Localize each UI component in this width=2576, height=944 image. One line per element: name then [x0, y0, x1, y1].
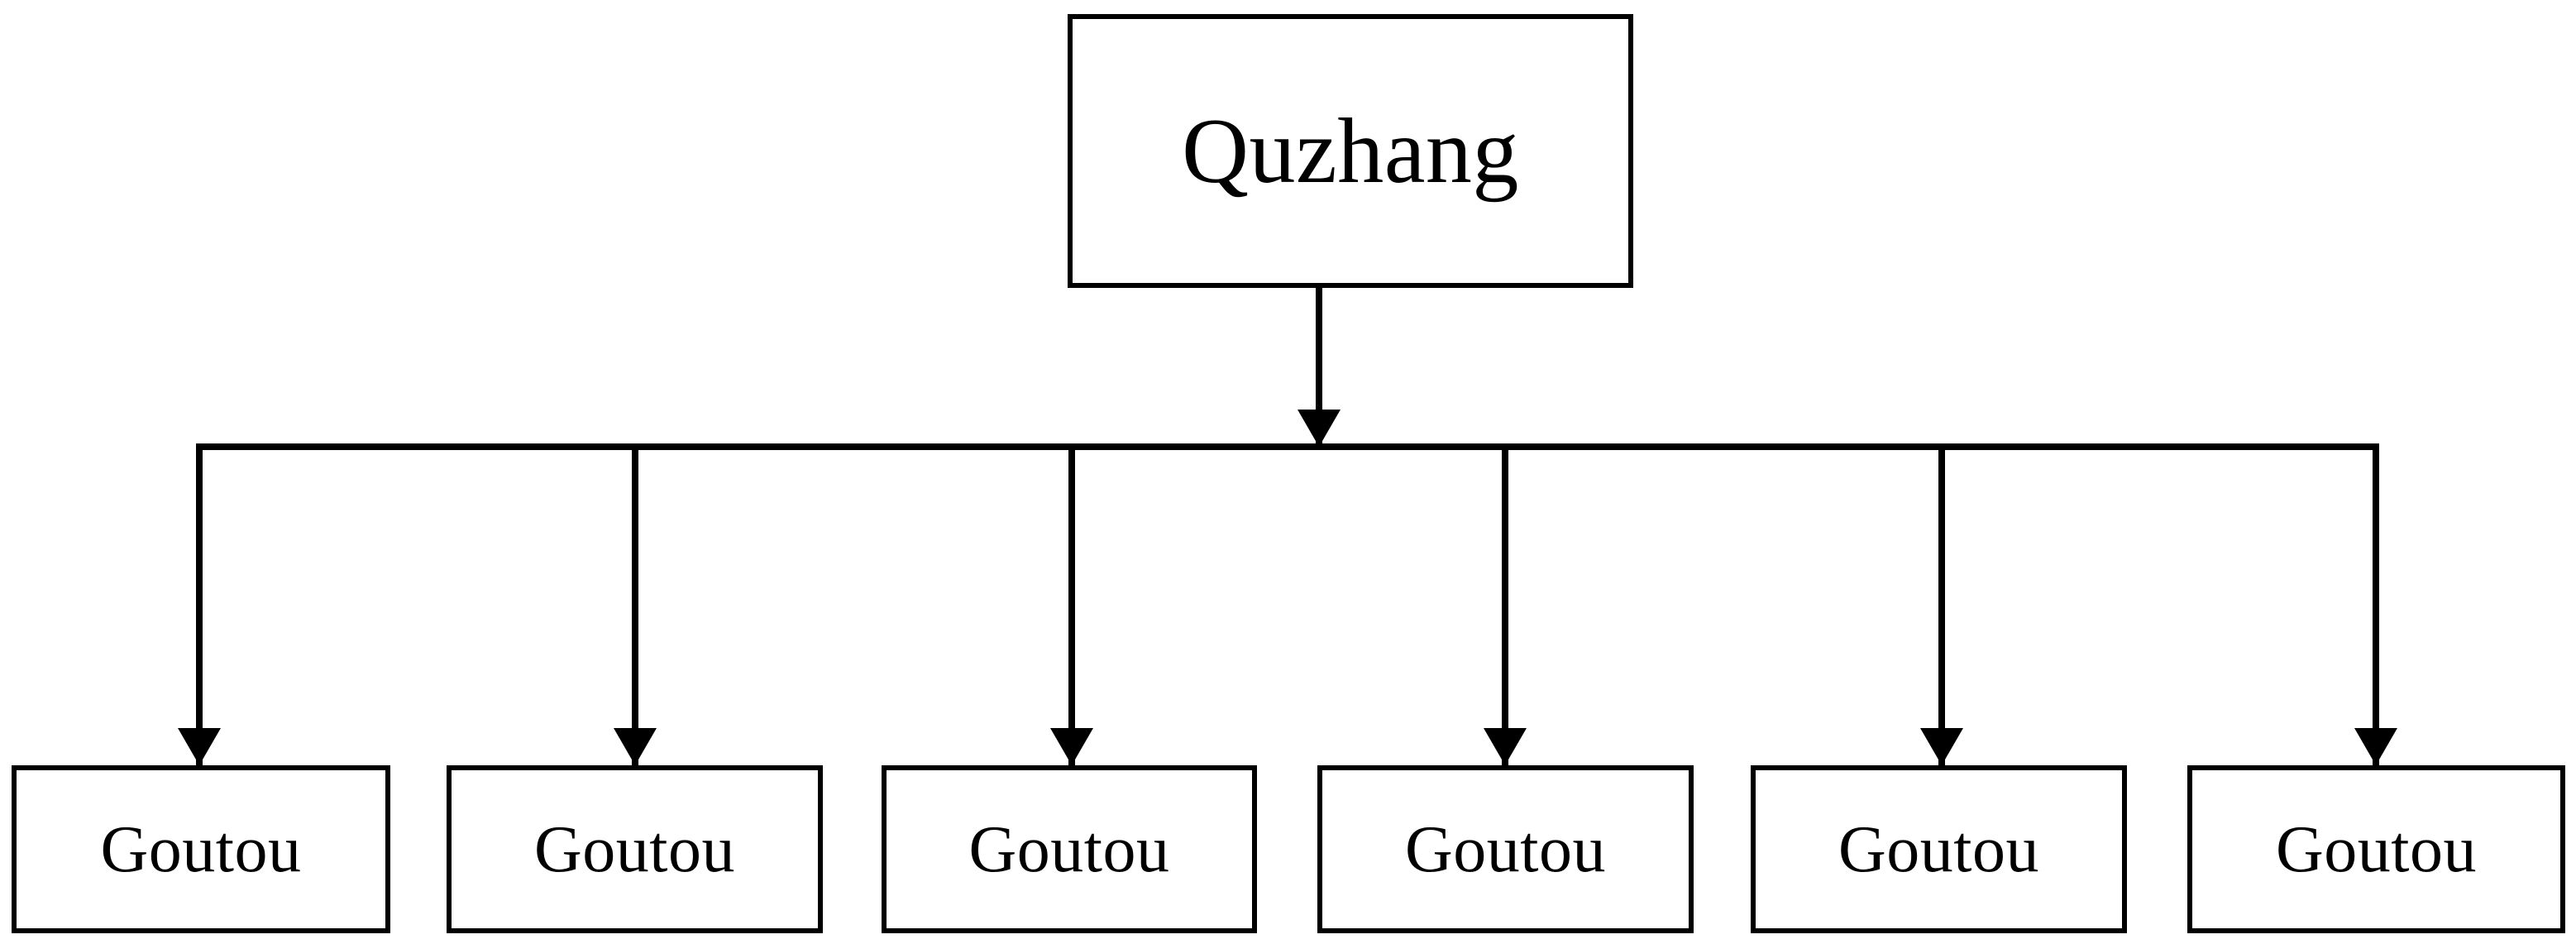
- arrowhead-to-goutou-2: [614, 728, 657, 765]
- arrowhead-root-to-bus: [1298, 410, 1341, 447]
- node-goutou-4-label: Goutou: [1405, 812, 1606, 886]
- node-goutou-2-label: Goutou: [534, 812, 735, 886]
- arrowhead-to-goutou-5: [1920, 728, 1963, 765]
- node-goutou-3-label: Goutou: [968, 812, 1170, 886]
- connector-group: [178, 288, 2397, 765]
- node-goutou-6-label: Goutou: [2276, 812, 2477, 886]
- arrowhead-to-goutou-1: [178, 728, 221, 765]
- node-goutou-1[interactable]: Goutou: [12, 765, 390, 933]
- node-quzhang-label: Quzhang: [1182, 99, 1519, 203]
- node-goutou-1-label: Goutou: [100, 812, 302, 886]
- node-goutou-6[interactable]: Goutou: [2187, 765, 2565, 933]
- arrowhead-to-goutou-4: [1484, 728, 1527, 765]
- arrowhead-to-goutou-3: [1050, 728, 1093, 765]
- node-goutou-2[interactable]: Goutou: [447, 765, 823, 933]
- node-goutou-4[interactable]: Goutou: [1317, 765, 1694, 933]
- node-goutou-5[interactable]: Goutou: [1751, 765, 2127, 933]
- node-quzhang[interactable]: Quzhang: [1068, 14, 1633, 288]
- arrowhead-to-goutou-6: [2354, 728, 2397, 765]
- node-goutou-3[interactable]: Goutou: [882, 765, 1257, 933]
- node-goutou-5-label: Goutou: [1838, 812, 2039, 886]
